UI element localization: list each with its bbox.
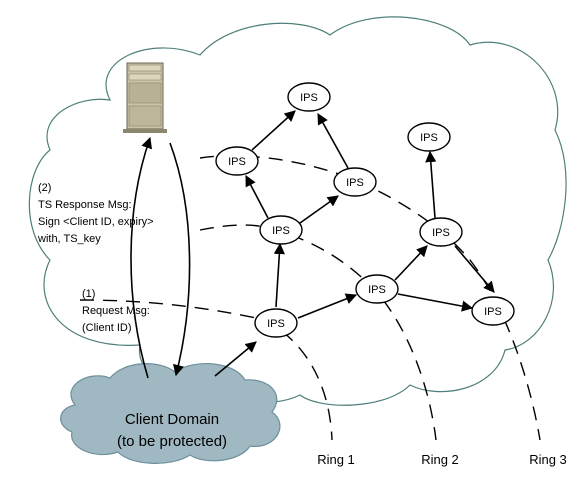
edge-rightmid-rightbottom xyxy=(454,245,495,293)
edge-centerlow-rightbottom xyxy=(397,293,474,312)
ring2-line xyxy=(199,224,437,441)
edge-bottom-centerlow xyxy=(297,293,358,319)
ips-node-right-mid: IPS xyxy=(419,217,463,247)
edge-client-bottom xyxy=(214,341,257,377)
edge-midright-top xyxy=(317,113,349,169)
client-domain-subtitle: (to be protected) xyxy=(117,433,227,450)
ring1-label: Ring 1 xyxy=(317,452,355,467)
response-message: (2) TS Response Msg: Sign <Client ID, ex… xyxy=(37,182,154,245)
ips-node-center-label: IPS xyxy=(272,225,290,237)
ips-node-right-mid-label: IPS xyxy=(432,227,450,239)
ips-node-left: IPS xyxy=(215,146,259,176)
svg-text:Request Msg:: Request Msg: xyxy=(82,305,150,317)
request-arrow xyxy=(130,136,152,379)
network-cloud xyxy=(28,16,567,406)
ips-node-center-low: IPS xyxy=(355,274,399,304)
response-arrow xyxy=(169,142,191,377)
ips-node-top: IPS xyxy=(287,82,331,112)
ring3-label: Ring 3 xyxy=(529,452,567,467)
edge-center-left xyxy=(245,175,269,219)
ips-node-far-right-top: IPS xyxy=(407,122,451,152)
ring2-label: Ring 2 xyxy=(421,452,459,467)
edge-rightmid-fartop xyxy=(425,150,437,219)
server-icon xyxy=(123,62,167,133)
ips-node-center-low-label: IPS xyxy=(368,284,386,296)
ips-node-middle-right: IPS xyxy=(333,167,377,197)
svg-text:TS Response Msg:: TS Response Msg: xyxy=(38,199,132,211)
ips-node-far-right-top-label: IPS xyxy=(420,132,438,144)
edge-center-midright xyxy=(299,195,339,224)
svg-text:Sign <Client ID, expiry>: Sign <Client ID, expiry> xyxy=(38,216,154,228)
svg-text:(1): (1) xyxy=(82,288,95,300)
ips-node-top-label: IPS xyxy=(300,92,318,104)
edge-left-top xyxy=(251,110,296,151)
edge-bottom-center xyxy=(273,242,285,308)
ips-node-right-bottom: IPS xyxy=(471,296,515,326)
ips-node-right-bottom-label: IPS xyxy=(484,306,502,318)
ips-node-left-label: IPS xyxy=(228,156,246,168)
request-message: (1) Request Msg: (Client ID) xyxy=(82,288,150,334)
svg-text:(2): (2) xyxy=(38,182,51,194)
ips-node-bottom-label: IPS xyxy=(267,318,285,330)
ips-node-middle-right-label: IPS xyxy=(346,177,364,189)
edge-centerlow-rightmid xyxy=(394,245,428,281)
ips-node-bottom: IPS xyxy=(254,308,298,338)
client-domain-title: Client Domain xyxy=(125,411,219,428)
ips-node-center: IPS xyxy=(259,215,303,245)
svg-text:with, TS_key: with, TS_key xyxy=(37,233,101,245)
svg-text:(Client ID): (Client ID) xyxy=(82,322,132,334)
